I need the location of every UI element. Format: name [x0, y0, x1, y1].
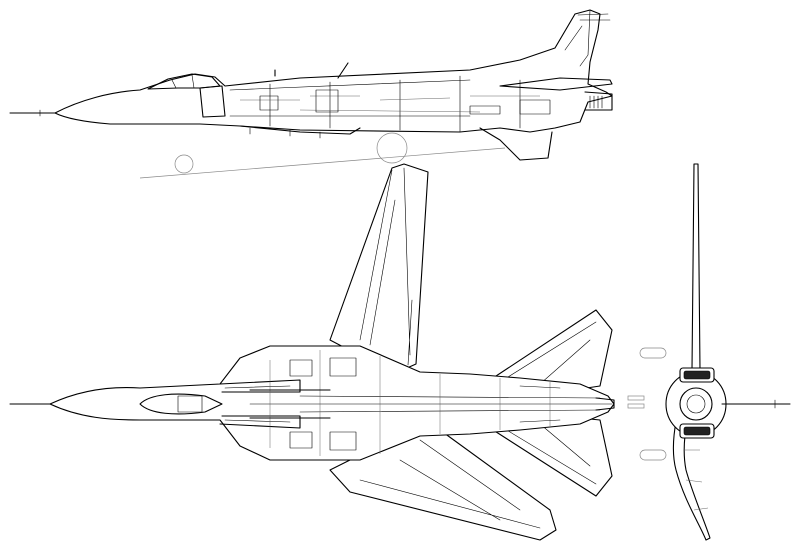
store-front-2 [627, 395, 645, 401]
exhaust-side [584, 91, 613, 111]
ventral-fin-side [479, 127, 553, 161]
stabilizer-side [499, 77, 613, 91]
exhaust-top [595, 397, 615, 411]
side-view [9, 9, 613, 179]
store-front-1 [639, 347, 667, 359]
canopy-side [147, 73, 221, 90]
top-view [9, 163, 615, 541]
ground-line [139, 147, 506, 179]
underbelly-pylon [239, 125, 361, 135]
intake-side [199, 85, 226, 118]
ground-wheel-front [174, 154, 194, 174]
ground-wheel-main [376, 132, 408, 164]
fin-front [691, 163, 701, 371]
canopy-top [139, 393, 223, 415]
fuselage-side [54, 9, 613, 133]
front-view [627, 163, 791, 541]
wing-upper [329, 163, 429, 373]
store-front-3 [639, 449, 667, 461]
tail-fin-side [554, 9, 591, 67]
